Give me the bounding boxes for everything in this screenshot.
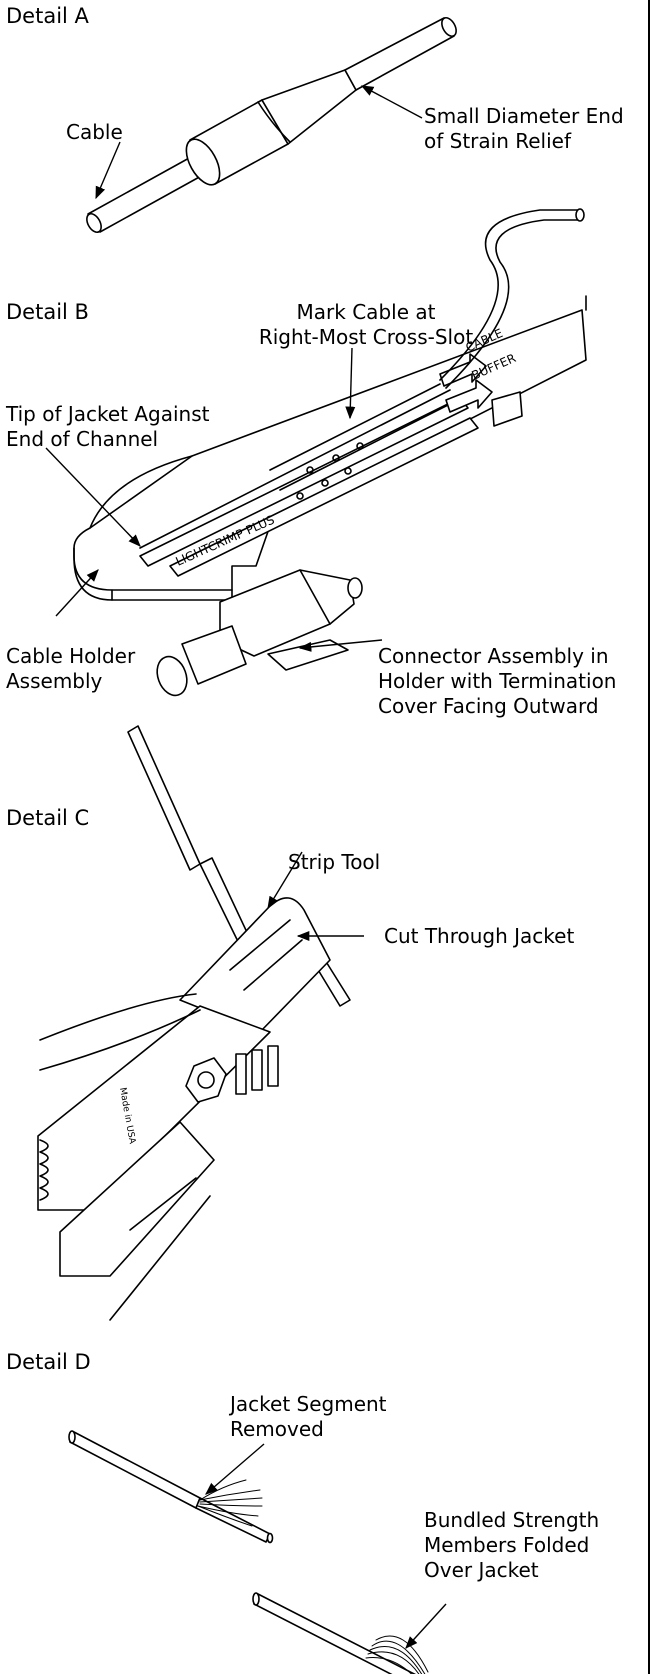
mark-cable-label-line: Mark Cable at bbox=[296, 300, 436, 324]
detail-b-heading: Detail B bbox=[6, 300, 89, 324]
connector-assembly-label-line: Cover Facing Outward bbox=[378, 694, 599, 718]
connector-assembly-label-line: Holder with Termination bbox=[378, 669, 617, 693]
cut-through-jacket-label: Cut Through Jacket bbox=[384, 924, 575, 948]
detail-c-drawing bbox=[37, 725, 364, 1321]
detail-d-drawing bbox=[68, 1430, 447, 1674]
jacket-segment-label-line: Removed bbox=[230, 1417, 324, 1441]
strength-members-label-line: Members Folded bbox=[424, 1533, 590, 1557]
strength-members-label-line: Over Jacket bbox=[424, 1558, 539, 1582]
cable-holder-label: Cable Holder Assembly bbox=[6, 644, 135, 694]
cable-holder-label-line: Cable Holder bbox=[6, 644, 136, 668]
strength-members-label: Bundled Strength Members Folded Over Jac… bbox=[424, 1508, 599, 1583]
connector-assembly-label-line: Connector Assembly in bbox=[378, 644, 609, 668]
mark-cable-label-line: Right-Most Cross-Slot bbox=[258, 325, 474, 349]
page-border-rule bbox=[648, 0, 650, 1674]
tip-of-jacket-label-line: Tip of Jacket Against bbox=[6, 402, 210, 426]
detail-c-heading: Detail C bbox=[6, 806, 90, 830]
jacket-segment-label: Jacket Segment Removed bbox=[230, 1392, 387, 1442]
connector-assembly-label: Connector Assembly in Holder with Termin… bbox=[378, 644, 616, 719]
detail-d-heading: Detail D bbox=[6, 1350, 91, 1374]
tip-of-jacket-label: Tip of Jacket Against End of Channel bbox=[6, 402, 210, 452]
cable-label: Cable bbox=[66, 120, 123, 144]
mark-cable-label: Mark Cable at Right-Most Cross-Slot bbox=[246, 300, 486, 350]
detail-a-heading: Detail A bbox=[6, 4, 89, 28]
detail-b-drawing bbox=[45, 208, 587, 697]
cable-holder-label-line: Assembly bbox=[6, 669, 103, 693]
detail-a-drawing bbox=[86, 16, 457, 234]
strain-relief-label: Small Diameter End of Strain Relief bbox=[424, 104, 624, 154]
tip-of-jacket-label-line: End of Channel bbox=[6, 427, 159, 451]
jacket-segment-label-line: Jacket Segment bbox=[230, 1392, 387, 1416]
strength-members-label-line: Bundled Strength bbox=[424, 1508, 600, 1532]
strip-tool-label: Strip Tool bbox=[288, 850, 381, 874]
strain-relief-label-line: Small Diameter End bbox=[424, 104, 624, 128]
strain-relief-label-line: of Strain Relief bbox=[424, 129, 572, 153]
